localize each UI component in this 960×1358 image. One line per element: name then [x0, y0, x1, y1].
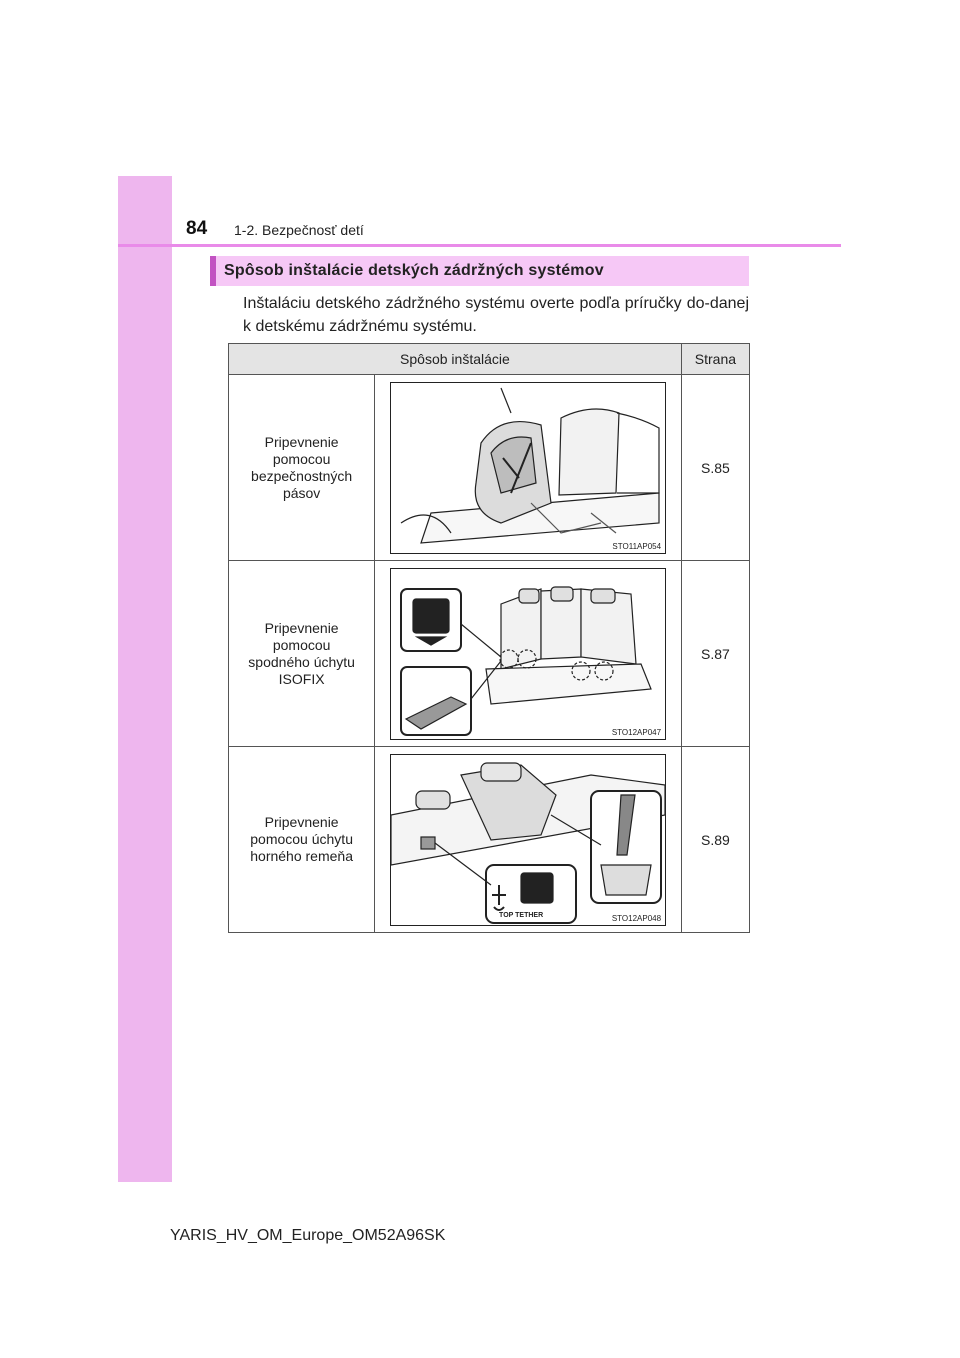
- figure-cell: STO11AP054: [374, 374, 682, 561]
- method-cell: Pripevnenie pomocou úchytu horného remeň…: [227, 746, 376, 933]
- page-cell: S.85: [680, 374, 751, 561]
- intro-paragraph: Inštaláciu detského zádržného systému ov…: [243, 295, 749, 335]
- table-row: Pripevnenie pomocou spodného úchytu ISOF…: [227, 560, 751, 747]
- figure-cell: TOP TETHER STO12AP048: [374, 746, 682, 933]
- method-cell: Pripevnenie pomocou bezpečnostných pásov: [227, 374, 376, 561]
- document-footer-id: YARIS_HV_OM_Europe_OM52A96SK: [170, 1227, 446, 1244]
- page-cell: S.89: [680, 746, 751, 933]
- table-header-row: Spôsob inštalácie Strana: [228, 343, 751, 375]
- table-row: Pripevnenie pomocou bezpečnostných pásov: [227, 374, 751, 561]
- installation-methods-table: Spôsob inštalácie Strana Pripevnenie pom…: [227, 343, 751, 933]
- top-tether-label: TOP TETHER: [499, 911, 544, 919]
- page-cell: S.87: [680, 560, 751, 747]
- isofix-installation-figure: STO12AP047: [390, 567, 667, 740]
- top-tether-illustration: [391, 761, 666, 924]
- method-label: Pripevnenie pomocou spodného úchytu ISOF…: [248, 619, 355, 687]
- method-cell: Pripevnenie pomocou spodného úchytu ISOF…: [227, 560, 376, 747]
- isofix-illustration: [400, 585, 652, 736]
- figure-cell: STO12AP047: [374, 560, 682, 747]
- figure-code: STO11AP054: [611, 541, 663, 551]
- figure-code: STO12AP047: [610, 727, 663, 737]
- page-number: 84: [186, 218, 208, 239]
- seat-belt-illustration: [400, 387, 660, 544]
- figure-code: STO12AP048: [610, 913, 663, 923]
- chapter-title: 1-2. Bezpečnosť detí: [234, 222, 364, 238]
- table-row: Pripevnenie pomocou úchytu horného remeň…: [227, 746, 751, 933]
- chapter-side-band: [118, 176, 172, 1182]
- column-header-page: Strana: [680, 343, 751, 375]
- seat-belt-installation-figure: STO11AP054: [390, 381, 667, 554]
- method-label: Pripevnenie pomocou úchytu horného remeň…: [250, 814, 353, 864]
- header-divider: [118, 244, 841, 247]
- method-label: Pripevnenie pomocou bezpečnostných pásov: [251, 433, 353, 501]
- column-header-method: Spôsob inštalácie: [228, 343, 682, 375]
- section-heading: Spôsob inštalácie detských zádržných sys…: [210, 256, 749, 286]
- top-tether-installation-figure: TOP TETHER STO12AP048: [390, 753, 667, 926]
